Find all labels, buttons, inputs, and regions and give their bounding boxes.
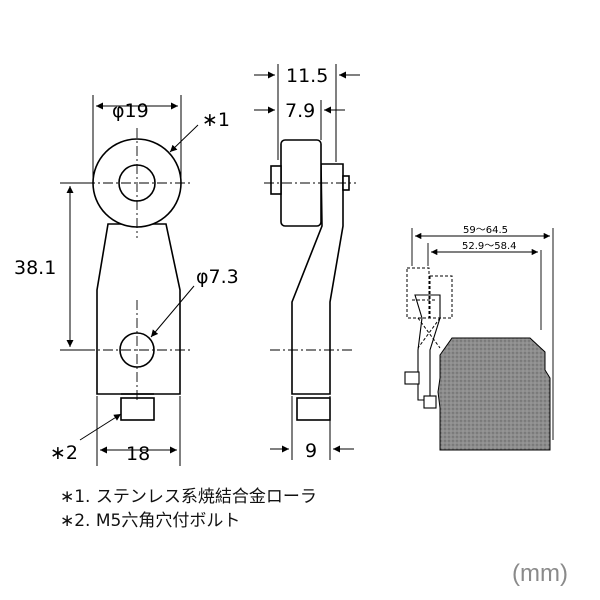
dim-range-inner: 52.9～58.4: [462, 241, 517, 252]
dim-side-offset: 7.9: [285, 100, 315, 122]
front-arm-body: [96, 223, 181, 395]
front-dimension-lines: [60, 95, 199, 466]
ref2-label: ∗2: [50, 442, 78, 464]
unit-label: (mm): [512, 560, 568, 587]
front-centerlines: [85, 128, 192, 400]
install-roller-outline: [406, 267, 453, 349]
dim-height: 38.1: [14, 257, 56, 279]
dim-side-width: 11.5: [286, 65, 328, 87]
note-1: ∗1. ステンレス系焼結合金ローラ: [60, 487, 317, 507]
dim-bottom-width: 18: [126, 443, 150, 465]
install-plunger: [423, 395, 437, 409]
dim-hole-diameter: φ7.3: [196, 266, 239, 288]
install-shaft: [404, 371, 420, 385]
side-view: [270, 139, 350, 421]
ref1-label: ∗1: [202, 109, 230, 131]
front-view: [92, 138, 182, 421]
side-dimension-lines: [254, 64, 360, 460]
side-centerlines: [264, 182, 356, 351]
dim-side-bottom: 9: [305, 440, 317, 462]
front-bolt: [120, 397, 155, 421]
switch-body: [437, 337, 551, 451]
dim-roller-diameter: φ19: [112, 100, 149, 122]
dim-range-outer: 59～64.5: [463, 225, 508, 236]
note-2: ∗2. M5六角穴付ボルト: [60, 511, 241, 531]
side-shaft-left: [270, 165, 282, 195]
install-view: 59～64.5 52.9～58.4: [404, 225, 554, 451]
side-bolt: [296, 397, 331, 421]
